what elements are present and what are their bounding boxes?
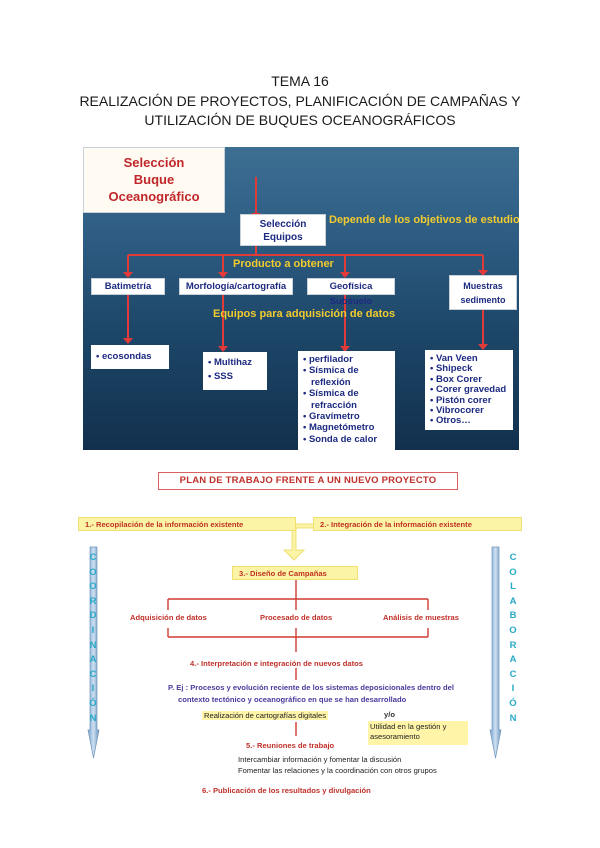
- list-item: • Shipeck: [430, 363, 473, 375]
- list-item: • Magnetómetro: [303, 422, 375, 434]
- depende-label: Depende de los objetivos de estudio: [329, 214, 519, 226]
- equipos-line: Selección: [259, 219, 307, 230]
- doc-title-line1: REALIZACIÓN DE PROYECTOS, PLANIFICACIÓN …: [79, 93, 521, 109]
- geofisica-list: • perfilador • Sísmica de reflexión • Sí…: [298, 351, 395, 450]
- geofisica-box: Geofísica Subsuelo: [307, 278, 395, 307]
- list-item: • Otros…: [430, 415, 471, 427]
- batimetria-list: • ecosondas: [91, 345, 169, 369]
- equipos-line: Equipos: [263, 232, 303, 243]
- step6-label: 6.- Publicación de los resultados y divu…: [202, 786, 371, 795]
- muestras-list: • Van Veen • Shipeck • Box Corer • Corer…: [425, 350, 513, 430]
- list-item: • SSS: [208, 371, 233, 382]
- doc-topic: TEMA 16: [271, 73, 329, 89]
- morfologia-list: • Multihaz • SSS: [203, 352, 267, 390]
- list-item: refracción: [311, 399, 357, 411]
- list-item: • Sísmica de: [303, 388, 359, 400]
- step4-label: 4.- Interpretación e integración de nuev…: [190, 659, 364, 668]
- buque-box: Selección Buque Oceanográfico: [83, 147, 225, 213]
- buque-line: Selección: [123, 155, 185, 170]
- plan-connectors: [87, 523, 502, 759]
- list-item: • Corer gravedad: [430, 384, 507, 396]
- list-item: • ecosondas: [96, 351, 152, 362]
- list-item: reflexión: [311, 376, 351, 388]
- list-item: • Vibrocorer: [430, 405, 484, 417]
- buque-line: Oceanográfico: [108, 189, 200, 204]
- list-item: • Pistón corer: [430, 394, 492, 406]
- reunion-line2: Fomentar las relaciones y la coordinació…: [238, 766, 437, 775]
- list-item: • Gravímetro: [303, 411, 360, 423]
- reunion-line1: Intercambiar información y fomentar la d…: [238, 755, 402, 764]
- plan-title: PLAN DE TRABAJO FRENTE A UN NUEVO PROYEC…: [158, 472, 458, 490]
- step5-label: 5.- Reuniones de trabajo: [246, 741, 335, 750]
- list-item: • Sonda de calor: [303, 433, 378, 445]
- buque-line: Buque: [133, 172, 175, 187]
- list-item: • Multihaz: [208, 357, 252, 368]
- muestras-line: sedimento: [460, 295, 506, 305]
- list-item: • perfilador: [303, 354, 353, 365]
- muestras-box: Muestras sedimento: [449, 275, 517, 310]
- utilidad-text: Utilidad en la gestión y asesoramiento: [368, 721, 468, 745]
- example-line2: contexto tectónico y oceanográfico en qu…: [178, 695, 407, 704]
- ocean-diagram: Selección Buque Oceanográfico Selección …: [83, 147, 519, 450]
- equipos-box: Selección Equipos: [240, 214, 326, 246]
- cartografia-text: Realización de cartografías digitales: [202, 711, 328, 720]
- step1-box: 1.- Recopilación de la información exist…: [78, 517, 296, 531]
- list-item: • Sísmica de: [303, 365, 359, 377]
- step3-box: 3.- Diseño de Campañas: [232, 566, 358, 580]
- yo-text: y/o: [384, 710, 395, 719]
- doc-title-line2: UTILIZACIÓN DE BUQUES OCEANOGRÁFICOS: [144, 112, 456, 128]
- equipos-adquisicion-label: Equipos para adquisición de datos: [213, 308, 396, 320]
- list-item: • Box Corer: [430, 373, 482, 385]
- muestras-line: Muestras: [463, 281, 503, 291]
- utilidad-line: asesoramiento: [370, 732, 420, 741]
- procesado-label: Procesado de datos: [260, 613, 333, 622]
- batimetria-box: Batimetría: [91, 278, 165, 295]
- list-item: • Van Veen: [430, 353, 478, 364]
- analisis-label: Análisis de muestras: [383, 613, 459, 622]
- step2-box: 2.- Integración de la información existe…: [313, 517, 522, 531]
- utilidad-line: Utilidad en la gestión y: [370, 722, 447, 731]
- producto-label: Producto a obtener: [233, 258, 334, 270]
- morfologia-box: Morfología/cartografía: [179, 278, 293, 295]
- adquisicion-label: Adquisición de datos: [130, 613, 207, 622]
- example-line1: P. Ej : Procesos y evolución reciente de…: [168, 683, 454, 692]
